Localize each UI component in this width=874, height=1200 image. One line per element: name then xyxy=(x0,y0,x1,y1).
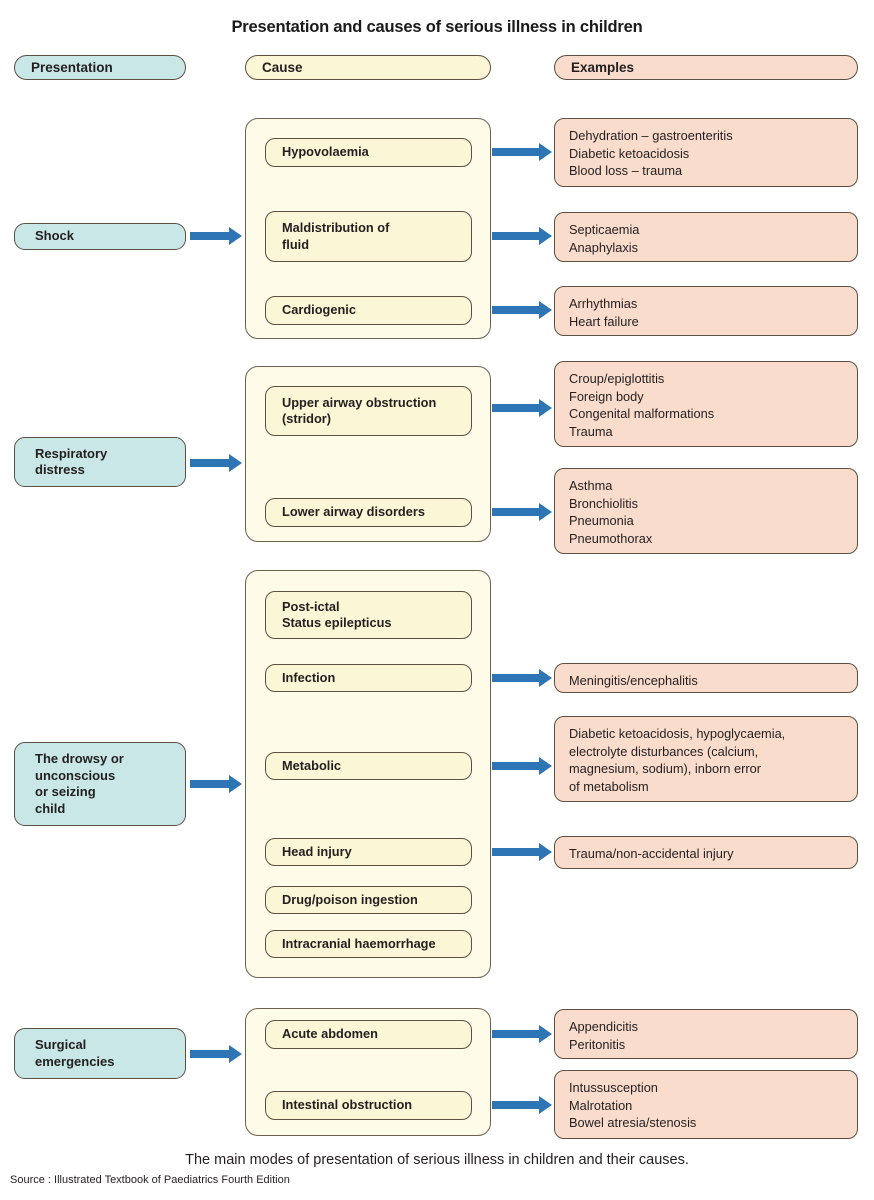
examples-intestinal-obstruction: Intussusception Malrotation Bowel atresi… xyxy=(554,1070,858,1139)
column-header-cause: Cause xyxy=(245,55,491,80)
cause-maldistribution-of-fluid[interactable]: Maldistribution of fluid xyxy=(265,211,472,262)
cause-drug-poison-ingestion[interactable]: Drug/poison ingestion xyxy=(265,886,472,914)
examples-upper-airway-obstruction: Croup/epiglottitis Foreign body Congenit… xyxy=(554,361,858,447)
cause-acute-abdomen[interactable]: Acute abdomen xyxy=(265,1020,472,1049)
examples-head-injury: Trauma/non-accidental injury xyxy=(554,836,858,869)
column-header-examples: Examples xyxy=(554,55,858,80)
cause-metabolic[interactable]: Metabolic xyxy=(265,752,472,780)
presentation-respiratory-distress[interactable]: Respiratory distress xyxy=(14,437,186,487)
page-title: Presentation and causes of serious illne… xyxy=(231,18,643,36)
cause-intracranial-haemorrhage[interactable]: Intracranial haemorrhage xyxy=(265,930,472,958)
cause-cardiogenic[interactable]: Cardiogenic xyxy=(265,296,472,325)
presentation-shock[interactable]: Shock xyxy=(14,223,186,250)
figure-source: Source : Illustrated Textbook of Paediat… xyxy=(10,1174,290,1186)
examples-metabolic: Diabetic ketoacidosis, hypoglycaemia, el… xyxy=(554,716,858,802)
figure-caption: The main modes of presentation of seriou… xyxy=(185,1152,689,1168)
cause-hypovolaemia[interactable]: Hypovolaemia xyxy=(265,138,472,167)
presentation-drowsy-unconscious-seizing-child[interactable]: The drowsy or unconscious or seizing chi… xyxy=(14,742,186,826)
examples-infection: Meningitis/encephalitis xyxy=(554,663,858,693)
cause-intestinal-obstruction[interactable]: Intestinal obstruction xyxy=(265,1091,472,1120)
cause-lower-airway-disorders[interactable]: Lower airway disorders xyxy=(265,498,472,527)
cause-head-injury[interactable]: Head injury xyxy=(265,838,472,866)
cause-post-ictal-status-epilepticus[interactable]: Post-ictal Status epilepticus xyxy=(265,591,472,639)
examples-maldistribution-of-fluid: Septicaemia Anaphylaxis xyxy=(554,212,858,262)
column-header-presentation: Presentation xyxy=(14,55,186,80)
examples-cardiogenic: Arrhythmias Heart failure xyxy=(554,286,858,336)
cause-upper-airway-obstruction[interactable]: Upper airway obstruction (stridor) xyxy=(265,386,472,436)
examples-acute-abdomen: Appendicitis Peritonitis xyxy=(554,1009,858,1059)
examples-lower-airway-disorders: Asthma Bronchiolitis Pneumonia Pneumotho… xyxy=(554,468,858,554)
cause-infection[interactable]: Infection xyxy=(265,664,472,692)
examples-hypovolaemia: Dehydration – gastroenteritis Diabetic k… xyxy=(554,118,858,187)
presentation-surgical-emergencies[interactable]: Surgical emergencies xyxy=(14,1028,186,1079)
